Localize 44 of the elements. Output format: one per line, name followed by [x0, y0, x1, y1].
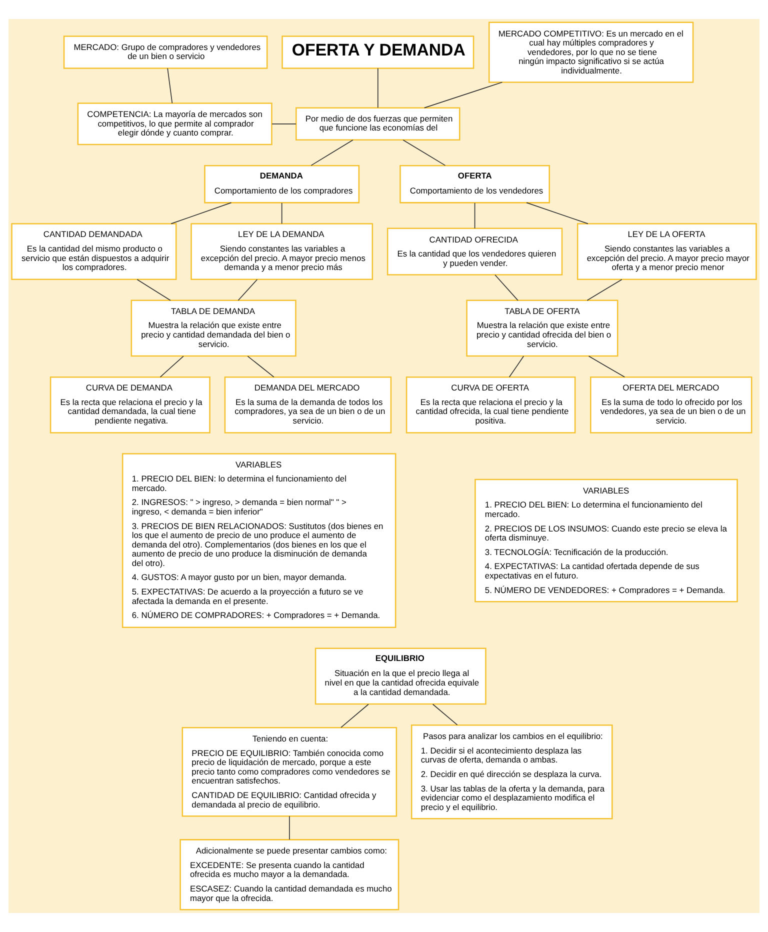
- connector: [170, 202, 232, 224]
- connector: [289, 816, 290, 840]
- connector: [340, 704, 369, 728]
- node-box: COMPETENCIA: La mayoría de mercados son competitivos, lo que permite al comprador elegir dónde y cuanto comprar.: [77, 102, 272, 146]
- connector: [310, 140, 354, 166]
- connector: [377, 68, 378, 108]
- node-box: CURVA DE DEMANDA Es la recta que relaciona el precio y la cantidad demandada, la cual tiene pendiente negativa.: [50, 376, 210, 434]
- connector: [281, 202, 282, 224]
- connector: [494, 274, 518, 301]
- node-box: DEMANDA DEL MERCADO Es la suma de la demanda de todos los compradores, ya sea de un bien o de un servicio.: [224, 376, 392, 434]
- node-box: OFERTA Y DEMANDA: [282, 36, 474, 69]
- connector: [588, 356, 626, 378]
- connector: [136, 279, 171, 301]
- node-box: Adicionalmente se puede presentar cambios como: EXCEDENTE: Se presenta cuando la cantidad ofrecida es mucho mayor a la demandada. ESCASEZ: Cuando la cantidad demandada es mucho mayor que la ofrecida.: [180, 839, 400, 910]
- connector: [474, 202, 476, 229]
- node-box: VARIABLES 1. PRECIO DEL BIEN: lo determina el funcionamiento del mercado. 2. INGRESOS: " > ingreso, > demanda = bien normal" " > ingreso, < demanda = bien inferior" 3. PRECIOS DE BIEN RELACIONADOS: Sustitutos (dos bienes en los que el aumento de precio de uno produce el aumento de demanda del otro). Complementarios (dos bienes en los que el aumento de precio de uno produce la disminución de demanda del otro). 4. GUSTOS: A mayor gusto por un bien, mayor demanda. 5. EXPECTATIVAS: De acuerdo a la proyección a futuro se ve afectada la demanda en el presente. 6. NÚMERO DE COMPRADORES: + Compradores = + Demanda.: [122, 453, 396, 628]
- node-box: OFERTA DEL MERCADO Es la suma de todo lo ofrecido por los vendedores, ya sea de un bien o de un servicio.: [590, 376, 752, 434]
- node-box: DEMANDA Comportamiento de los compradores: [204, 164, 360, 204]
- node-box: Por medio de dos fuerzas que permiten que funcione las economías del: [296, 107, 460, 141]
- connector: [272, 123, 296, 124]
- connector: [167, 68, 173, 104]
- node-box: TABLA DE OFERTA Muestra la relación que existe entre precio y cantidad ofrecida del bien o servicio.: [466, 300, 618, 357]
- connector: [402, 140, 446, 166]
- node-box: CANTIDAD OFRECIDA Es la cantidad que los vendedores quieren y pueden vender.: [386, 228, 563, 276]
- node-box: TABLA DE DEMANDA Muestra la relación que existe entre precio y cantidad demandada del bien o servicio.: [130, 300, 296, 357]
- connector: [424, 82, 503, 108]
- node-box: EQUILIBRIO Situación en la que el precio llega al nivel en que la cantidad ofrecida equivale a la cantidad demandada.: [314, 648, 486, 705]
- node-box: Pasos para analizar los cambios en el equilibrio: 1. Decidir si el acontecimiento desplaza las curvas de oferta, demanda o ambas. 2. Decidir en qué dirección se desplaza la curva. 3. Usar las tablas de la oferta y la demanda, para evidenciar como el desplazamiento modifica el precio y el equilibrio.: [410, 724, 613, 820]
- connector: [526, 202, 588, 224]
- connector: [508, 356, 524, 378]
- node-box: MERCADO COMPETITIVO: Es un mercado en el cual hay múltiples compradores y vendedores, por lo que no se tiene ningún impacto significativo si se actúa individualmente.: [488, 22, 694, 83]
- node-box: CURVA DE OFERTA Es la recta que relaciona el precio y la cantidad ofrecida, la cual tiene pendiente positiva.: [406, 376, 576, 434]
- connector: [160, 356, 184, 378]
- connector: [247, 356, 274, 378]
- node-box: LEY DE LA OFERTA Siendo constantes las variables a excepción del precio. A mayor precio mayor oferta y a menor precio menor: [576, 223, 757, 280]
- node-box: CANTIDAD DEMANDADA Es la cantidad del mismo producto o servicio que están dispuestos a adquirir los compradores.: [11, 223, 177, 280]
- connector: [432, 704, 458, 726]
- connector: [586, 279, 622, 301]
- node-box: LEY DE LA DEMANDA Siendo constantes las variables a excepción del precio. A mayor precio menos demanda y a menor precio más: [190, 223, 374, 280]
- node-box: Teniendo en cuenta: PRECIO DE EQUILIBRIO: También conocida como precio de liquidación de mercado, porque a este precio tanto como compradores como vendedores se encuentran satisfechos. CANTIDAD DE EQUILIBRIO: Cantidad ofrecida y demandada al precio de equilibrio.: [182, 727, 398, 817]
- connector: [238, 279, 258, 301]
- node-box: VARIABLES 1. PRECIO DEL BIEN: Lo determina el funcionamiento del mercado. 2. PRECIOS DE LOS INSUMOS: Cuando este precio se eleva la oferta disminuye. 3. TECNOLOGÍA: Tecnificación de la producción. 4. EXPECTATIVAS: La cantidad ofertada depende de sus expectativas en el futuro. 5. NÚMERO DE VENDEDORES: + Compradores = + Demanda.: [474, 478, 738, 602]
- node-box: OFERTA Comportamiento de los vendedores: [400, 164, 550, 204]
- node-box: MERCADO: Grupo de compradores y vendedores de un bien o servicio: [63, 36, 268, 69]
